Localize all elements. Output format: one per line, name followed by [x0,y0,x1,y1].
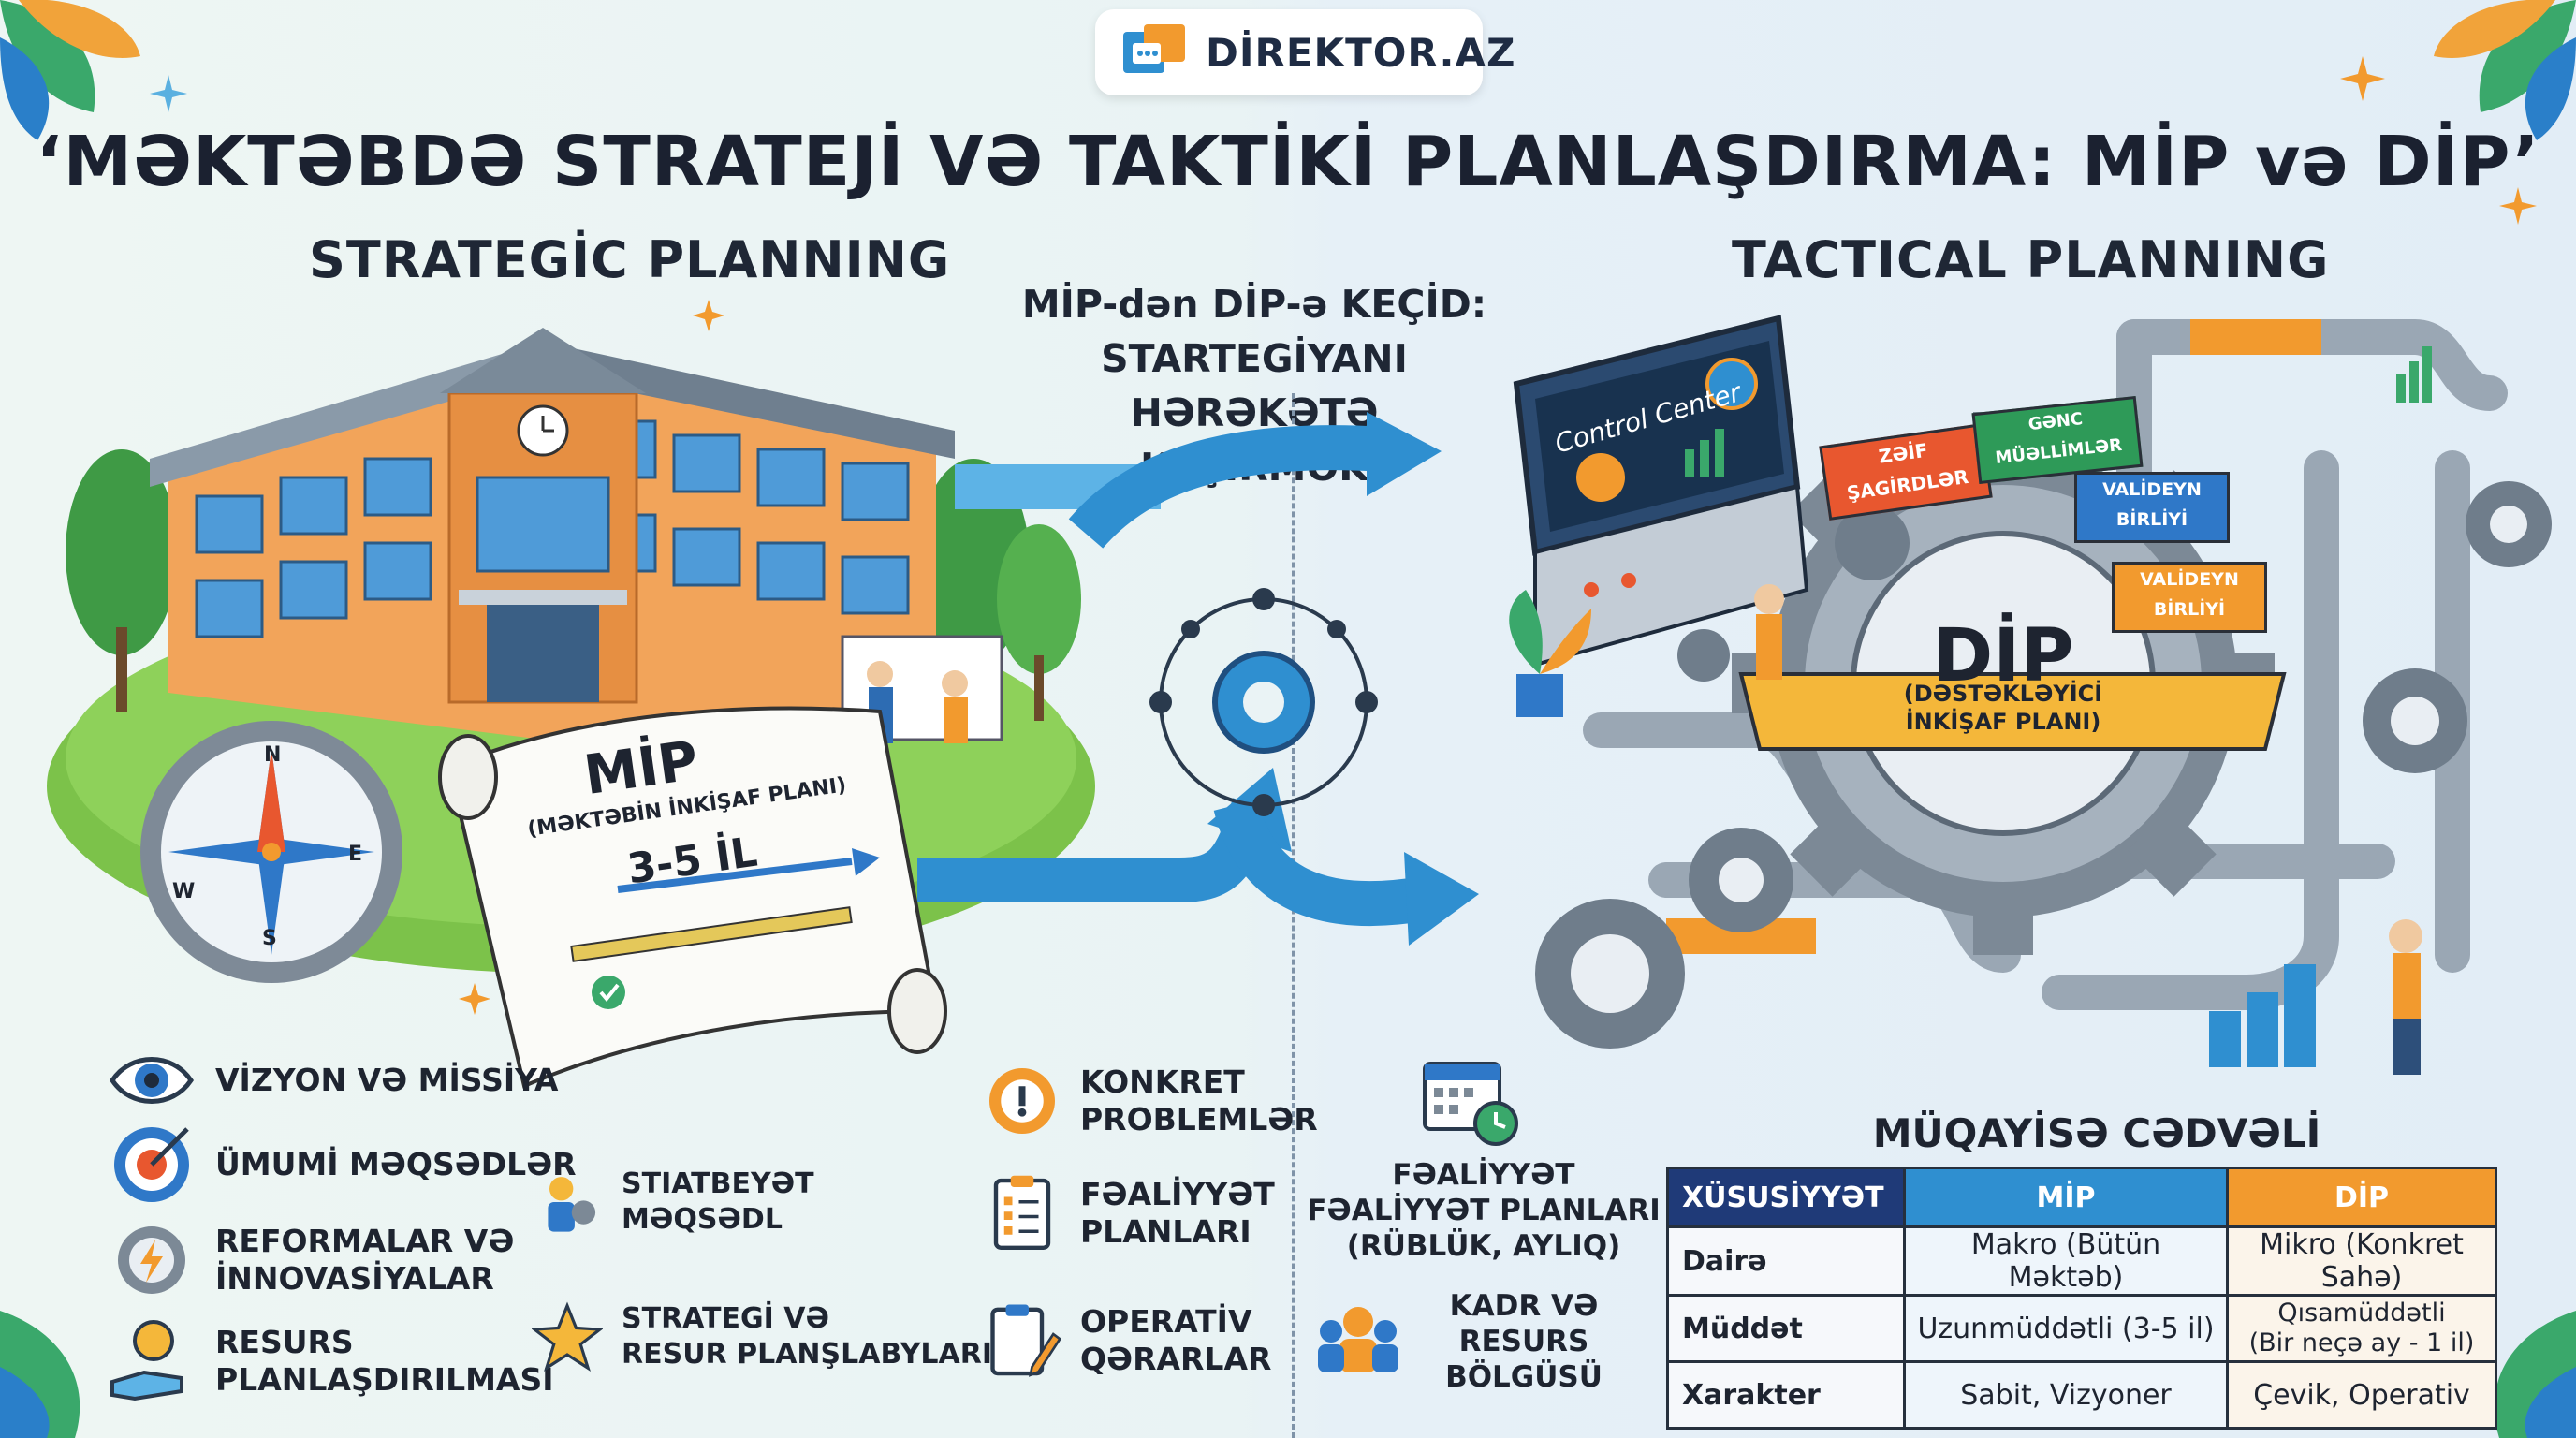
corner-leaves-icon [0,1311,80,1438]
table-row: Müddət Uzunmüddətli (3-5 il) Qısamüddətl… [1666,1294,2497,1363]
person-gear-icon [548,1177,596,1232]
table-header-row: XÜSUSİYYƏT MİP DİP [1666,1167,2497,1228]
feature-resources: RESURS PLANLAŞDIRILMASI [107,1316,554,1406]
table-cell: Xarakter [1666,1360,1906,1430]
target-icon [114,1127,189,1202]
feature-label: OPERATİV QƏRARLAR [1080,1303,1272,1377]
corner-leaves-icon [2494,1311,2576,1438]
table-cell: Sabit, Vizyoner [1903,1360,2229,1430]
compass-icon [140,721,402,983]
sparkle-icon [459,983,490,1015]
clipboard-pen-icon [990,1304,1061,1377]
feature-vision: VİZYON VƏ MİSSİYA [107,1035,558,1125]
compass-w: W [172,880,196,903]
sparkle-icon [693,300,724,331]
table-cell: Makro (Bütün Məktəb) [1903,1225,2229,1297]
checklist-icon [993,1175,1051,1250]
feature-staff-resources: KADR VƏ RESURS BÖLGÜSÜ [1445,1289,1603,1394]
warning-gear-icon [989,1068,1055,1134]
table-row: Xarakter Sabit, Vizyoner Çevik, Operativ [1666,1360,2497,1430]
calendar-clock-icon [1423,1062,1518,1146]
table-cell: Mikro (Konkret Sahə) [2226,1225,2497,1297]
center-divider [1292,393,1295,1438]
feature-tactical-plans: FƏALİYYƏT FƏALİYYƏT PLANLARI (RÜBLÜK, AY… [1307,1158,1661,1263]
comparison-table: XÜSUSİYYƏT MİP DİP Dairə Makro (Bütün Mə… [1666,1167,2497,1430]
strategic-heading: STRATEGİC PLANNING [309,230,951,289]
brand-badge[interactable]: DİREKTOR.AZ [1095,9,1515,95]
column-header: DİP [2226,1167,2497,1228]
tactical-heading: TACTICAL PLANNING [1732,230,2330,289]
mip-scroll [438,706,947,1089]
table-row: Dairə Makro (Bütün Məktəb) Mikro (Konkre… [1666,1225,2497,1297]
feature-label: REFORMALAR VƏ İNNOVASİYALAR [215,1223,515,1297]
tag-parents-union: VALİDEYN BİRLİYİ [2074,472,2230,543]
corner-leaves-icon [0,0,140,140]
money-hand-icon [110,1320,183,1401]
feature-label: VİZYON VƏ MİSSİYA [215,1062,559,1098]
plant-icon [1509,590,1591,717]
dip-title: DİP [1932,614,2074,698]
table-cell: Uzunmüddətli (3-5 il) [1903,1294,2229,1363]
column-header: XÜSUSİYYƏT [1666,1167,1906,1228]
feature-operational-decisions: OPERATİV QƏRARLAR [983,1301,1271,1380]
feature-label: FƏALİYYƏT PLANLARI [1080,1176,1275,1250]
table-cell: Qısamüddətli (Bir neçə ay - 1 il) [2226,1294,2497,1363]
feature-label: STIATBEYƏT MƏQSƏDL [622,1167,814,1236]
feature-reforms: REFORMALAR VƏ İNNOVASİYALAR [107,1215,514,1305]
table-cell: Çevik, Operativ [2226,1360,2497,1430]
brand-name: DİREKTOR.AZ [1206,30,1516,76]
feature-activity-plans: FƏALİYYƏT PLANLARI [983,1174,1275,1253]
dip-subtitle: (DƏSTƏKLƏYİCİ İNKİŞAF PLANI) [1903,681,2103,735]
transition-arrows [917,412,1479,946]
corner-leaves-icon [2434,0,2576,140]
feature-goals: ÜMUMİ MƏQSƏDLƏR [107,1120,577,1210]
feature-label: RESURS PLANLAŞDIRILMASI [215,1324,554,1398]
feature-objectives: STIATBEYƏT MƏQSƏDL [532,1167,814,1238]
gear-lightning-icon [118,1226,185,1294]
table-cell: Müddət [1666,1294,1906,1363]
feature-problems: KONKRET PROBLEMLƏR [983,1062,1318,1140]
brand-logo-icon [1123,24,1185,73]
feature-label: STRATEGİ VƏ RESUR PLANŞLABYLARI [622,1302,993,1371]
page-title: ‘MƏKTƏBDƏ STRATEJİ VƏ TAKTİKİ PLANLAŞDIR… [36,122,2540,202]
star-icon [532,1301,603,1372]
eye-icon [109,1057,195,1104]
feature-label: KONKRET PROBLEMLƏR [1080,1064,1318,1137]
comparison-title: MÜQAYİSƏ CƏDVƏLİ [1872,1110,2321,1156]
table-cell: Dairə [1666,1225,1906,1297]
column-header: MİP [1903,1167,2229,1228]
sparkle-icon [2340,56,2385,101]
sparkle-icon [2499,187,2537,225]
compass-e: E [348,843,363,866]
feature-label: ÜMUMİ MƏQSƏDLƏR [215,1146,577,1182]
feature-strategy: STRATEGİ VƏ RESUR PLANŞLABYLARI [532,1301,992,1372]
compass-n: N [264,743,282,767]
compass-s: S [262,927,277,950]
control-center [1513,315,1809,680]
people-icon [1318,1307,1398,1372]
tag-parents-union-2: VALİDEYN BİRLİYİ [2112,562,2267,633]
sparkle-icon [150,75,187,112]
